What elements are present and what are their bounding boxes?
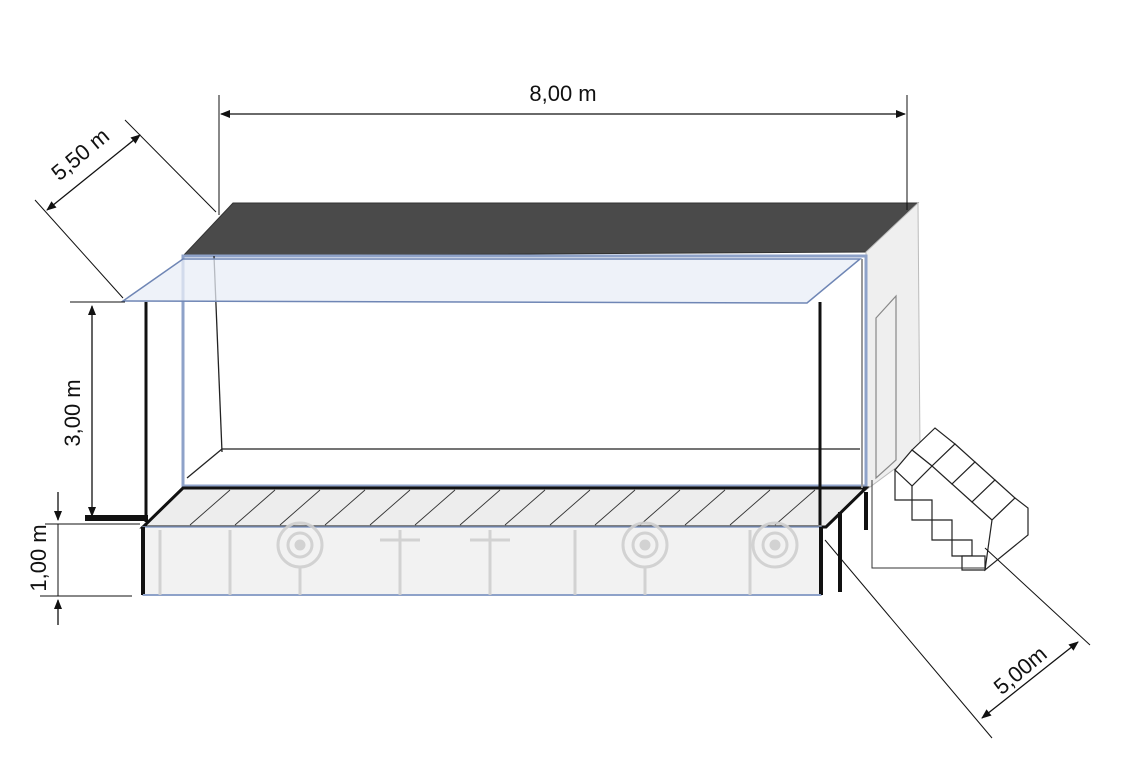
stage-skirt	[142, 526, 822, 596]
dimension-floor-height: 1,00 m	[26, 492, 140, 625]
side-door	[875, 294, 897, 480]
dimension-width: 8,00 m	[218, 81, 908, 215]
roof-height-label: 3,00 m	[60, 379, 85, 446]
floor-planks	[189, 489, 816, 526]
width-label: 8,00 m	[529, 81, 596, 106]
skirt-watermark	[158, 521, 799, 595]
dimension-front-depth: 5,00m	[824, 539, 1091, 739]
stair-support	[871, 480, 985, 569]
side-stairs	[894, 427, 1029, 572]
floor-height-label: 1,00 m	[26, 524, 51, 591]
depth-label: 5,50 m	[46, 123, 114, 185]
back-floor-diag	[186, 448, 223, 479]
side-wall	[865, 201, 921, 491]
stage-floor	[139, 486, 870, 529]
dimension-roof-height: 3,00 m	[60, 301, 125, 517]
roof-top	[181, 202, 920, 257]
front-canopy	[120, 258, 863, 304]
